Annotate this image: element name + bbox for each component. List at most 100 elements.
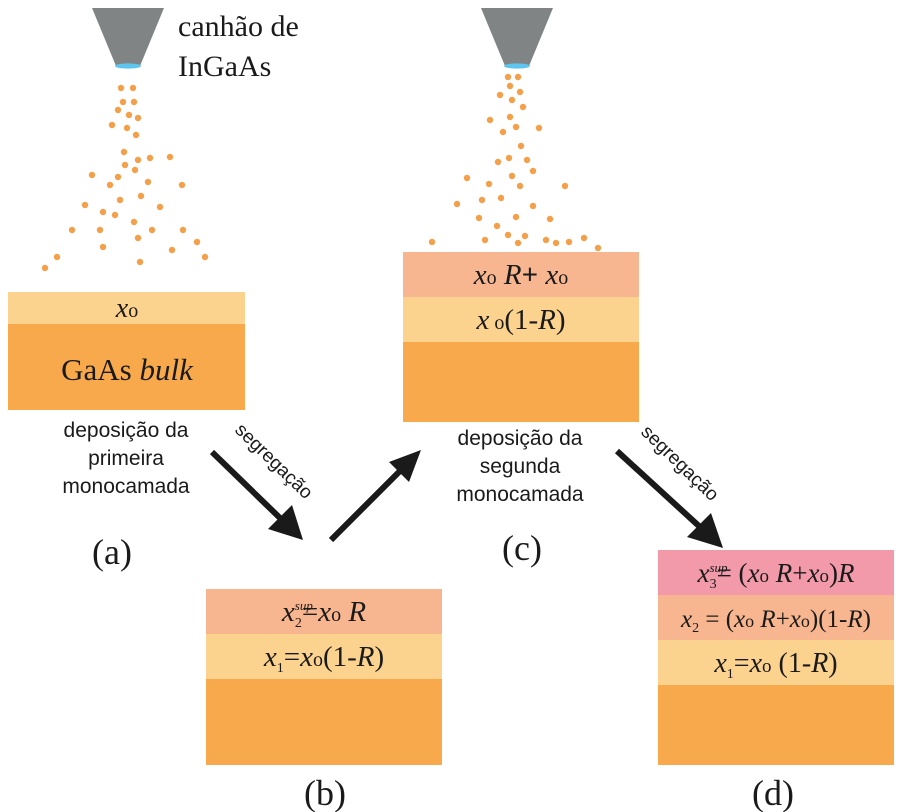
particle-left-dot	[193, 238, 201, 246]
particle-right-dot	[517, 142, 525, 150]
ingaas-gun-right	[481, 8, 553, 69]
particle-left-dot	[106, 181, 114, 189]
particle-right-dot	[504, 73, 512, 81]
stack-b-substrate	[206, 679, 442, 765]
stack-a-substrate-label: GaAs bulk	[61, 352, 194, 387]
particle-left-dot	[137, 192, 145, 200]
particle-left-dot	[114, 173, 122, 181]
particle-left-dot	[111, 211, 119, 219]
panel-label-b: (b)	[304, 773, 346, 812]
particle-spray-left	[41, 84, 209, 272]
particle-right-dot	[516, 88, 524, 96]
particle-left-dot	[136, 258, 144, 266]
particle-right-dot	[542, 236, 550, 244]
particle-right-dot	[506, 113, 514, 121]
stack-b-layer-top	[206, 589, 442, 634]
particle-right-dot	[535, 124, 543, 132]
panel-label-d: (d)	[752, 773, 794, 812]
particle-left-dot	[99, 243, 107, 251]
arrow-b-to-c	[328, 450, 421, 543]
stack-a-layer-x0	[8, 292, 245, 324]
particle-right-dot	[514, 239, 522, 247]
stack-c-layer-1	[403, 297, 639, 342]
particle-left-dot	[99, 208, 107, 216]
particle-right-dot	[497, 194, 505, 202]
particle-right-dot	[505, 154, 513, 162]
particle-right-dot	[519, 103, 527, 111]
particle-left-dot	[117, 84, 125, 92]
particle-right-dot	[565, 238, 573, 246]
particle-right-dot	[521, 232, 529, 240]
particle-right-dot	[580, 234, 588, 242]
particle-right-dot	[463, 174, 471, 182]
particle-left-dot	[148, 226, 156, 234]
stack-c-layer-top	[403, 252, 639, 297]
stack-d-layer1-formula: x1=xo (1-R)	[713, 648, 837, 682]
particle-left-dot	[134, 114, 142, 122]
ingaas-gun-left	[92, 8, 164, 69]
particle-right-dot	[486, 116, 494, 124]
caption-c-line1: deposição da	[458, 427, 583, 450]
particle-left-dot	[41, 264, 49, 272]
gun-label-line2: InGaAs	[178, 50, 271, 83]
particle-left-dot	[96, 226, 104, 234]
particle-left-dot	[81, 201, 89, 209]
particle-left-dot	[68, 226, 76, 234]
particle-right-dot	[493, 222, 501, 230]
particle-right-dot	[561, 182, 569, 190]
particle-left-dot	[179, 226, 187, 234]
particle-right-dot	[481, 236, 489, 244]
arrow-c-d-label: segregação	[637, 421, 723, 505]
particle-left-dot	[156, 203, 164, 211]
particle-left-dot	[146, 154, 154, 162]
stack-a-substrate	[8, 324, 245, 410]
particle-right-dot	[453, 200, 461, 208]
stack-b-layer-1	[206, 634, 442, 679]
particle-right-dot	[523, 156, 531, 164]
gun-label-line1: canhão de	[178, 10, 299, 43]
stack-d-layer-2	[658, 595, 894, 640]
stack-c-substrate	[403, 342, 639, 422]
caption-a-line2: primeira	[88, 447, 164, 470]
particle-left-dot	[53, 253, 61, 261]
particle-right-dot	[512, 213, 520, 221]
particle-left-dot	[129, 84, 137, 92]
particle-left-dot	[121, 161, 129, 169]
stack-d-layer2-formula: x2 = (xo R+xo)(1-R)	[680, 606, 871, 636]
particle-right-dot	[475, 214, 483, 222]
particle-left-dot	[134, 234, 142, 242]
particle-right-dot	[499, 128, 507, 136]
particle-right-dot	[508, 172, 516, 180]
particle-left-dot	[116, 196, 124, 204]
arrow-c-to-d	[614, 448, 723, 548]
particle-right-dot	[504, 231, 512, 239]
particle-right-dot	[496, 91, 504, 99]
particle-right-dot	[552, 239, 560, 247]
particle-left-dot	[120, 148, 128, 156]
stack-a: xo GaAs bulk	[8, 292, 245, 410]
particle-left-dot	[132, 131, 140, 139]
particle-left-dot	[131, 166, 139, 174]
particle-left-dot	[114, 106, 122, 114]
particle-right-dot	[514, 73, 522, 81]
panel-label-a: (a)	[92, 532, 132, 572]
particle-right-dot	[428, 238, 436, 246]
stack-d-substrate	[658, 685, 894, 765]
stack-d-layer-1	[658, 640, 894, 685]
particle-right-dot	[594, 244, 602, 252]
particle-left-dot	[168, 246, 176, 254]
caption-a-line1: deposição da	[64, 419, 189, 442]
particle-right-dot	[546, 215, 554, 223]
particle-right-dot	[494, 158, 502, 166]
arrow-a-b-label: segregação	[231, 419, 317, 503]
caption-c-line2: segunda	[480, 455, 561, 478]
panel-label-c: (c)	[502, 528, 542, 568]
particle-right-dot	[506, 82, 514, 90]
particle-left-dot	[144, 178, 152, 186]
particle-right-dot	[516, 182, 524, 190]
